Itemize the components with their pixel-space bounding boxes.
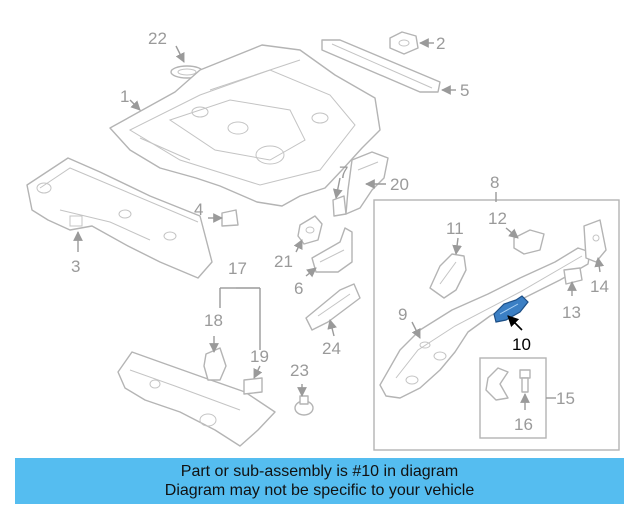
callout-20: 20 (390, 175, 409, 194)
callout-6: 6 (294, 279, 303, 298)
part-11-cover[interactable] (429, 253, 467, 299)
callout-1: 1 (120, 87, 129, 106)
callout-9: 9 (398, 305, 407, 324)
parts-diagram: 22 2 5 1 3 4 7 20 21 6 24 17 18 19 23 8 … (26, 29, 620, 451)
subassembly-15-box (479, 357, 547, 439)
banner-line-2: Diagram may not be specific to your vehi… (164, 482, 475, 499)
part-17-lower-crossmember[interactable] (117, 351, 276, 447)
callout-5: 5 (460, 81, 469, 100)
callout-labels: 22 2 5 1 3 4 7 20 21 6 24 17 18 19 23 8 … (71, 29, 609, 434)
callout-15: 15 (556, 389, 575, 408)
part-6-reinforcement[interactable] (311, 227, 353, 273)
callout-18: 18 (204, 311, 223, 330)
part-4-clip[interactable] (221, 209, 239, 227)
part-1-rear-floor-pan[interactable] (109, 44, 381, 207)
part-21-bracket[interactable] (297, 215, 323, 245)
part-5-crossmember[interactable] (321, 39, 441, 93)
part-24-extension[interactable] (305, 283, 361, 331)
callout-3: 3 (71, 257, 80, 276)
callout-17: 17 (228, 259, 247, 278)
part-15-bracket[interactable] (485, 367, 509, 401)
callout-10-highlighted: 10 (512, 335, 531, 354)
part-16-bolt[interactable] (519, 369, 531, 393)
part-12-bracket[interactable] (513, 229, 545, 255)
banner-line-1: Part or sub-assembly is #10 in diagram (180, 463, 459, 480)
part-20-rail-piece[interactable] (345, 151, 389, 215)
part-3-front-crossmember[interactable] (26, 157, 213, 279)
callout-24: 24 (322, 339, 341, 358)
callout-11: 11 (446, 219, 464, 238)
callout-8: 8 (490, 173, 499, 192)
callout-7: 7 (339, 163, 348, 182)
part-7-bracket[interactable] (332, 195, 347, 217)
part-13-plate[interactable] (563, 267, 583, 285)
part-9-rear-frame[interactable] (379, 247, 591, 399)
callout-23: 23 (290, 361, 309, 380)
callout-19: 19 (250, 347, 269, 366)
leader-lines (73, 38, 605, 410)
part-19-clip[interactable] (243, 377, 263, 395)
callout-21: 21 (274, 252, 293, 271)
callout-13: 13 (562, 303, 581, 322)
part-2-bracket[interactable] (389, 31, 419, 55)
callout-22: 22 (148, 29, 167, 48)
info-banner: Part or sub-assembly is #10 in diagram D… (15, 458, 624, 504)
callout-12: 12 (488, 209, 507, 228)
callout-4: 4 (194, 200, 203, 219)
callout-14: 14 (590, 277, 609, 296)
part-18-brace[interactable] (203, 347, 227, 381)
part-23-bolt[interactable] (294, 395, 314, 416)
subassembly-8-box (373, 199, 620, 451)
part-10-highlighted[interactable] (493, 295, 529, 323)
callout-16: 16 (514, 415, 533, 434)
part-14-end-plate[interactable] (583, 219, 607, 263)
callout-2: 2 (436, 34, 445, 53)
